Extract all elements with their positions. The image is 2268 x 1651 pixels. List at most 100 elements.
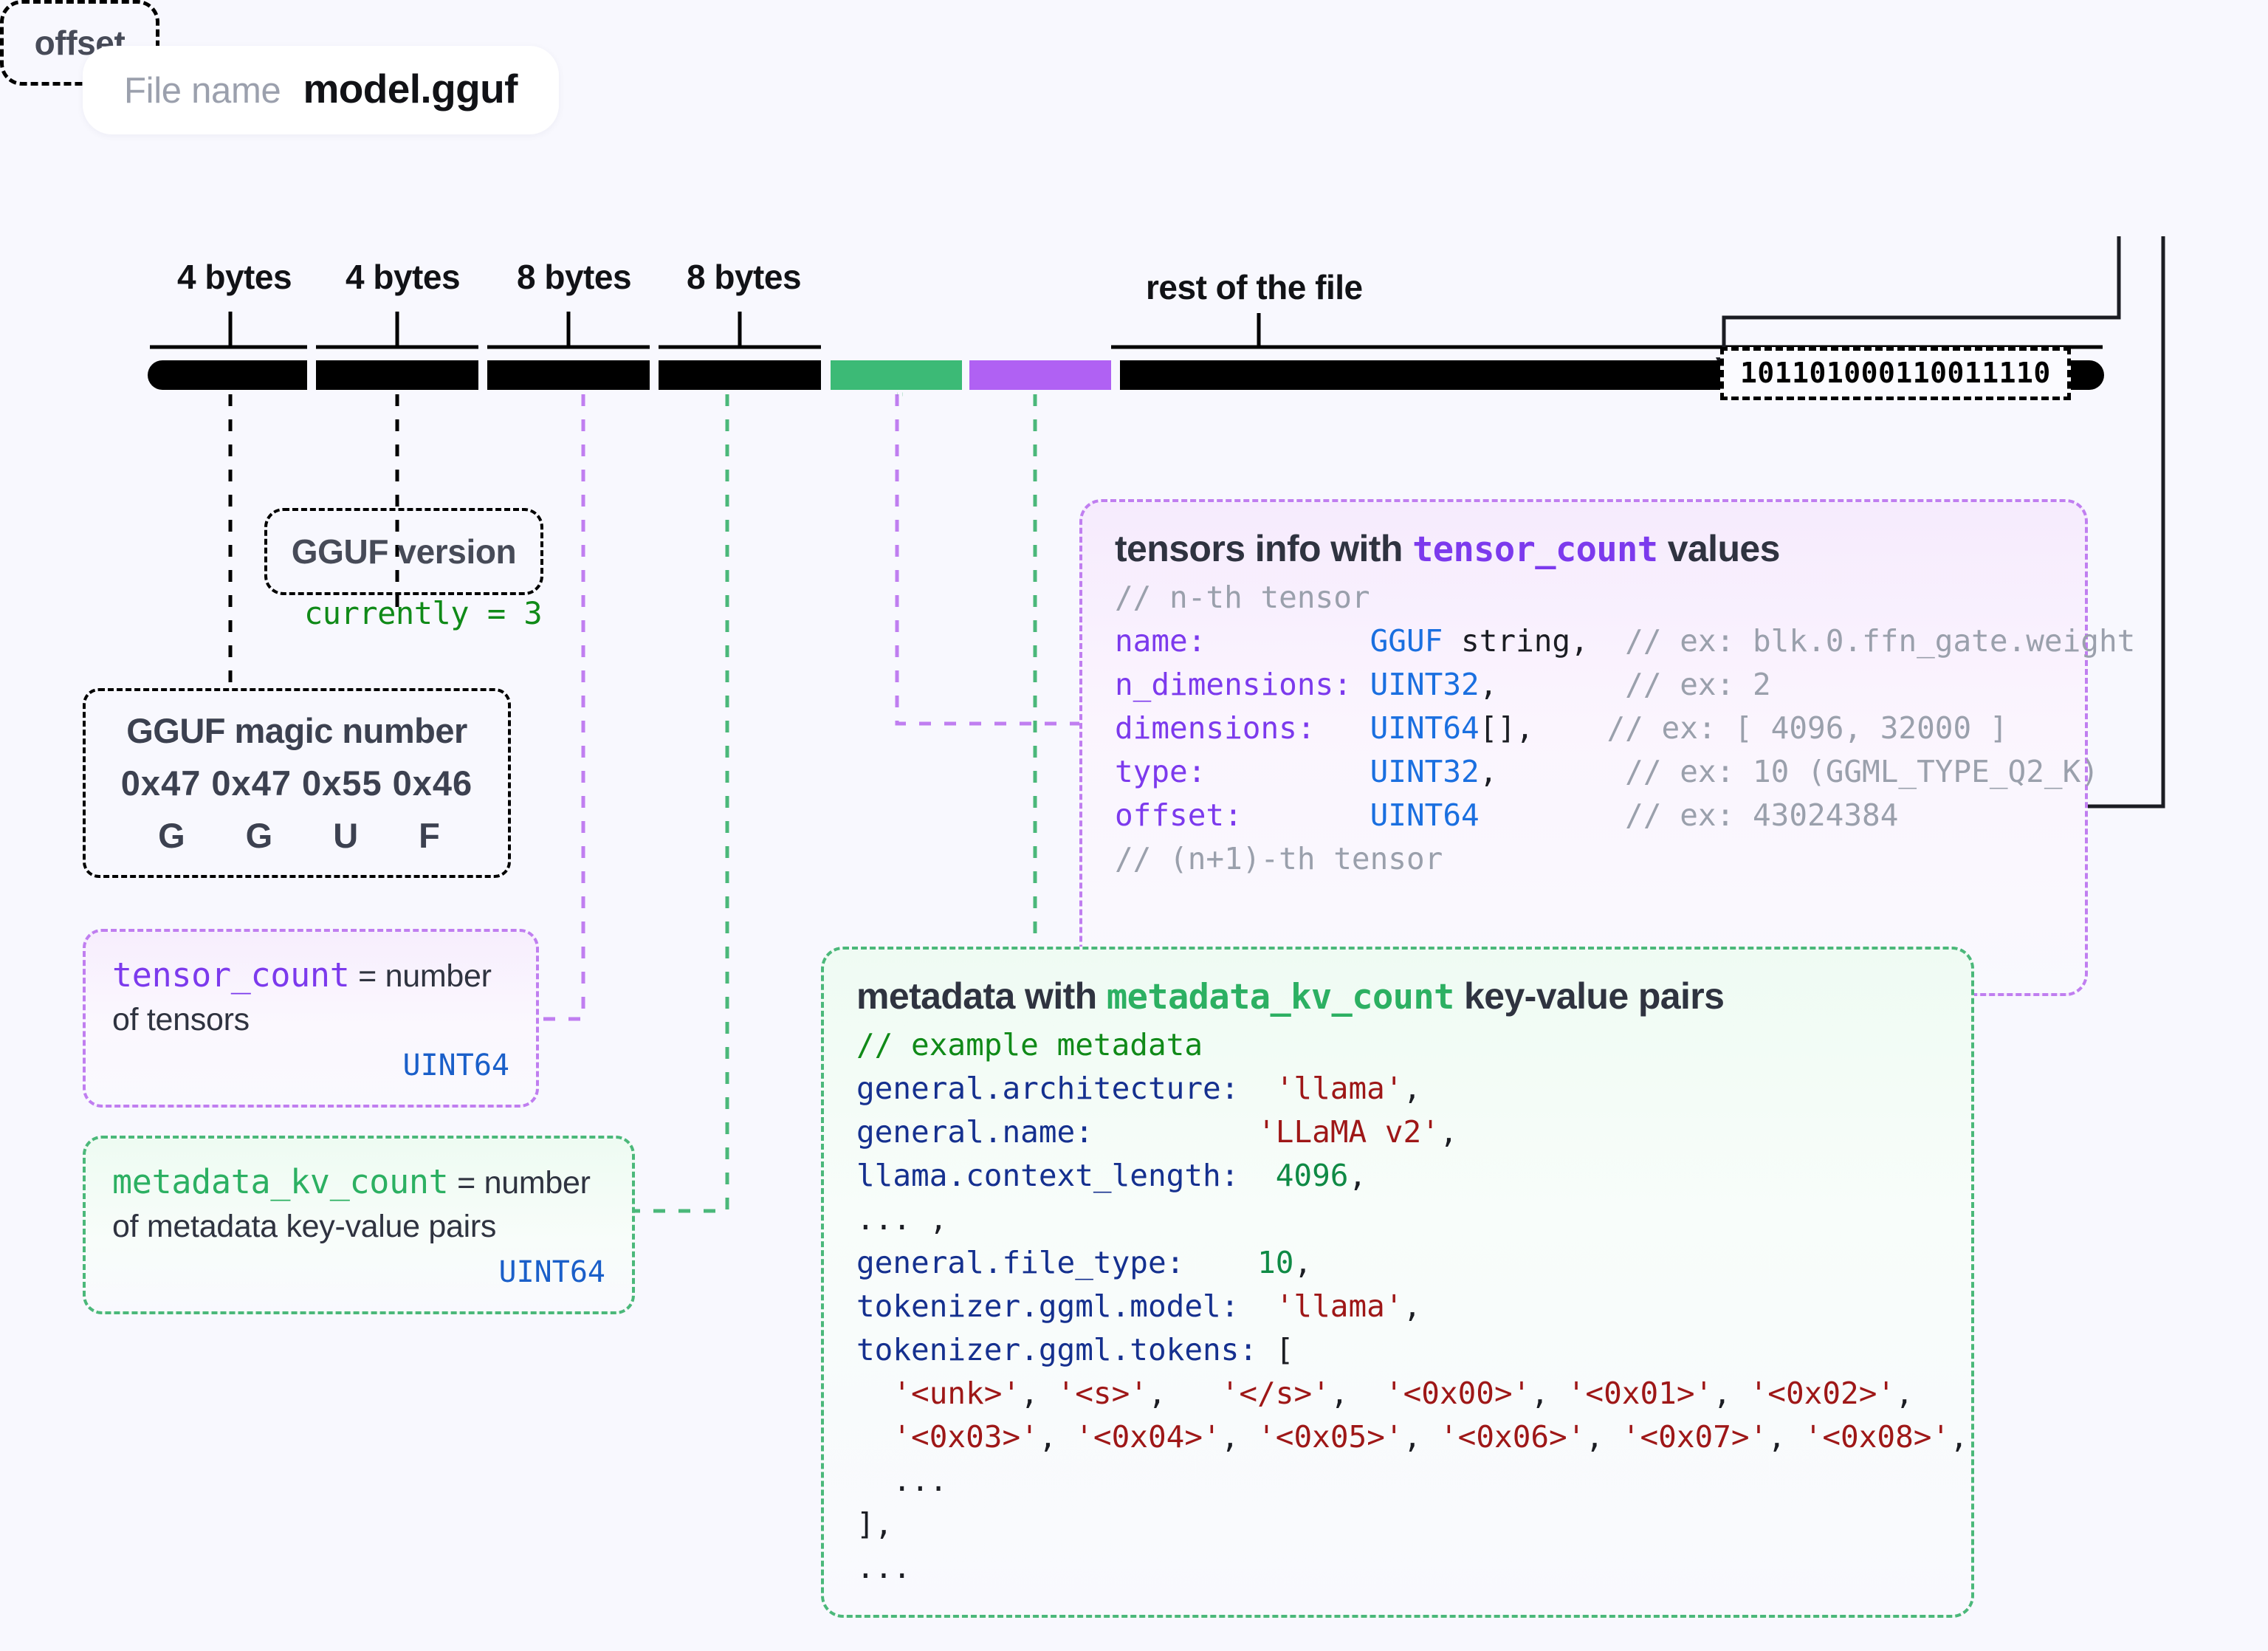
byte-label-0: 4 bytes	[177, 258, 292, 296]
code-line: offset: UINT64 // ex: 43024384	[1115, 794, 2055, 837]
code-line: name: GGUF string, // ex: blk.0.ffn_gate…	[1115, 619, 2135, 663]
code-token: ... ,	[856, 1201, 948, 1238]
code-token: ,	[1220, 1419, 1258, 1455]
code-token: ...	[856, 1550, 912, 1586]
code-token: ,	[1585, 1419, 1622, 1455]
gguf-version-note: currently = 3	[304, 595, 543, 631]
code-token: // example metadata	[856, 1027, 1203, 1063]
code-token: string,	[1443, 623, 1589, 659]
code-token: UINT64	[1370, 797, 1480, 834]
code-token: ,	[1330, 1376, 1385, 1412]
magic-number-title: GGUF magic number	[126, 711, 467, 750]
code-line: llama.context_length: 4096,	[856, 1154, 1942, 1198]
code-token: '</s>'	[1220, 1376, 1330, 1412]
code-token: 10	[1257, 1245, 1294, 1281]
bar-segment-magic	[148, 360, 307, 390]
byte-label-1: 4 bytes	[346, 258, 461, 296]
code-token: '<s>'	[1056, 1376, 1148, 1412]
magic-char-0: G	[158, 816, 185, 855]
file-name-label: File name	[124, 71, 281, 111]
tensors-head-keyword: tensor_count	[1412, 529, 1658, 570]
code-token: '<unk>'	[893, 1376, 1021, 1412]
tensor-count-text-1: = number	[349, 958, 492, 994]
code-line: // example metadata	[856, 1023, 1942, 1067]
metadata-panel: metadata with metadata_kv_count key-valu…	[821, 947, 1974, 1619]
code-token: n_dimensions:	[1115, 667, 1370, 703]
tensor-count-line-1: tensor_count = number	[112, 952, 509, 998]
code-token: // n-th tensor	[1115, 580, 1370, 615]
code-token: ,	[1403, 1419, 1440, 1455]
code-token: type:	[1115, 754, 1370, 790]
magic-char-3: F	[419, 816, 440, 855]
magic-char-1: G	[245, 816, 273, 855]
code-token: [],	[1479, 710, 1534, 746]
code-line: n_dimensions: UINT32, // ex: 2	[1115, 663, 2055, 707]
code-line: general.architecture: 'llama',	[856, 1067, 1942, 1111]
tensors-head-after: values	[1657, 528, 1781, 569]
code-token	[1093, 1114, 1257, 1150]
kv-count-panel: metadata_kv_count = number of metadata k…	[83, 1136, 635, 1314]
code-token: ,	[1348, 1158, 1367, 1194]
tensors-head-before: tensors info with	[1115, 528, 1413, 569]
code-token: general.architecture:	[856, 1071, 1240, 1107]
code-token: ,	[1479, 754, 1498, 790]
code-token: 'llama'	[1275, 1288, 1403, 1325]
code-token: ,	[1530, 1376, 1567, 1412]
metadata-head-before: metadata with	[856, 975, 1107, 1017]
code-token	[1239, 1071, 1275, 1106]
code-line: ],	[856, 1503, 1942, 1546]
code-line: dimensions: UINT64[], // ex: [ 4096, 320…	[1115, 707, 2055, 750]
code-line: ... ,	[856, 1198, 1942, 1241]
code-token: '<0x03>'	[893, 1419, 1039, 1455]
kv-count-line-1: metadata_kv_count = number	[112, 1159, 605, 1205]
code-token	[1115, 885, 1133, 920]
bar-segment-tensors-info	[969, 360, 1111, 390]
kv-count-type: UINT64	[498, 1254, 606, 1289]
gguf-version-label: GGUF version	[291, 532, 517, 571]
code-token: general.file_type:	[856, 1245, 1185, 1281]
code-token: llama.context_length:	[856, 1158, 1240, 1194]
code-token: ,	[1713, 1376, 1750, 1412]
code-token: ,	[1767, 1419, 1804, 1455]
code-token	[856, 1419, 893, 1455]
metadata-panel-heading: metadata with metadata_kv_count key-valu…	[856, 975, 1942, 1017]
code-line: '<unk>', '<s>', '</s>', '<0x00>', '<0x01…	[856, 1372, 1942, 1415]
magic-number-chars: G G U F	[154, 815, 440, 856]
magic-char-2: U	[333, 816, 359, 855]
code-token: GGUF	[1370, 623, 1443, 659]
metadata-code-block: // example metadata general.architecture:…	[856, 1023, 1968, 1590]
code-token: ,	[1147, 1376, 1221, 1412]
code-token: 'LLaMA v2'	[1257, 1114, 1440, 1150]
bar-segment-kv-count	[659, 360, 821, 390]
tensors-info-panel: tensors info with tensor_count values //…	[1079, 499, 2135, 997]
kv-count-text-1: = number	[448, 1165, 591, 1201]
code-token: // (n+1)-th tensor	[1115, 841, 1443, 877]
code-token: ...	[856, 1463, 948, 1499]
code-token: UINT32	[1370, 754, 1480, 790]
code-line: // (n+1)-th tensor	[1115, 837, 2055, 881]
code-token	[1184, 1245, 1257, 1280]
code-token: '<0x04>'	[1075, 1419, 1221, 1455]
code-token: tokenizer.ggml.model:	[856, 1288, 1240, 1325]
code-token: '<0x06>'	[1439, 1419, 1586, 1455]
code-token: '<0x08>'	[1804, 1419, 1951, 1455]
kv-count-line-2: of metadata key-value pairs	[112, 1209, 497, 1245]
code-line	[1115, 881, 2055, 924]
code-token: ,	[1439, 1114, 1458, 1150]
file-name-chip: File name model.gguf	[83, 46, 559, 134]
code-token: // ex: 2	[1497, 667, 1771, 703]
code-line: ...	[856, 1459, 1942, 1503]
tensor-count-keyword: tensor_count	[112, 955, 350, 995]
gguf-magic-number-callout: GGUF magic number 0x47 0x47 0x55 0x46 G …	[83, 688, 511, 878]
code-line: general.name: 'LLaMA v2',	[856, 1111, 1942, 1154]
code-token: 'llama'	[1275, 1071, 1403, 1107]
code-token	[1239, 1158, 1275, 1193]
bar-segment-metadata	[831, 360, 962, 390]
code-line: type: UINT32, // ex: 10 (GGML_TYPE_Q2_K)	[1115, 750, 2099, 794]
code-token: 4096	[1275, 1158, 1349, 1194]
code-token: ,	[1038, 1419, 1076, 1455]
bar-segment-version	[316, 360, 478, 390]
code-token: general.name:	[856, 1114, 1093, 1150]
code-token: ,	[1403, 1288, 1422, 1325]
code-token: '<0x07>'	[1621, 1419, 1768, 1455]
